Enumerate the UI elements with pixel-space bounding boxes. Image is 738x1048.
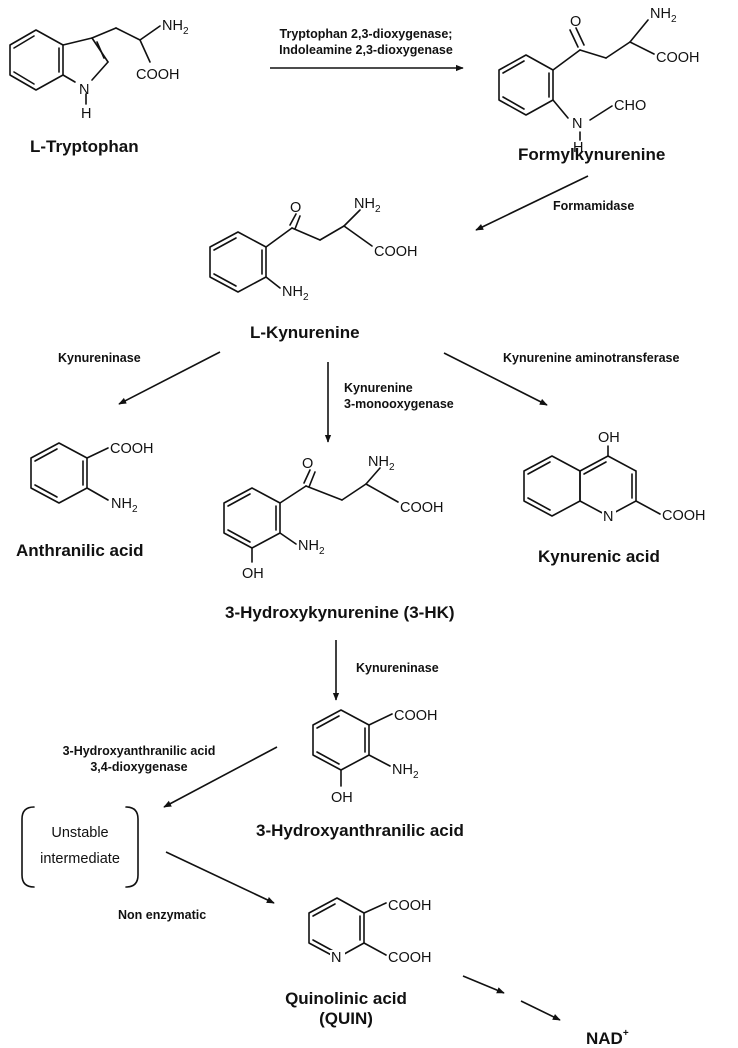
enzyme-haao-line2: 3,4-dioxygenase	[90, 760, 187, 774]
hydroxykynurenine-label: 3-Hydroxykynurenine (3-HK)	[225, 603, 455, 622]
hydroxyl-group: OH	[598, 430, 620, 446]
formylkynurenine-structure: O NH2 COOH N CHO H	[498, 6, 700, 156]
carboxyl-group: COOH	[394, 708, 438, 724]
enzyme-kmo-line2: 3-monooxygenase	[344, 397, 454, 411]
enzyme-haao-line1: 3-Hydroxyanthranilic acid	[63, 744, 216, 758]
amine-group: NH2	[368, 454, 395, 473]
formylkynurenine-label: Formylkynurenine	[518, 145, 665, 164]
atom-n: N	[79, 82, 89, 98]
anthranilic-acid-structure: COOH NH2	[30, 441, 154, 515]
arrow-formamidase	[475, 175, 589, 231]
arrow-haao	[163, 746, 278, 808]
carboxyl-group: COOH	[656, 50, 700, 66]
arrow-to-nad-1	[462, 975, 505, 994]
atom-n: N	[603, 509, 613, 525]
enzyme-kynureninase-2: Kynureninase	[356, 661, 439, 675]
amine-group: NH2	[650, 6, 677, 25]
quinolinic-acid-label-line2: (QUIN)	[319, 1009, 373, 1028]
carboxyl-group: COOH	[400, 500, 444, 516]
atom-n: N	[331, 950, 341, 966]
quinolinic-acid-label-line1: Quinolinic acid	[285, 989, 407, 1008]
hydroxyl-group: OH	[242, 566, 264, 582]
enzyme-tdo-ido-line2: Indoleamine 2,3-dioxygenase	[279, 43, 453, 57]
kynurenic-acid-structure: N OH COOH	[523, 430, 706, 525]
arrow-kat	[443, 352, 548, 406]
atom-o: O	[290, 200, 301, 216]
carboxyl-group: COOH	[662, 508, 706, 524]
quinolinic-acid-structure: N COOH COOH	[308, 897, 432, 966]
nad-label: NAD+	[586, 1028, 629, 1048]
atom-h: H	[573, 140, 583, 156]
enzyme-formamidase: Formamidase	[553, 199, 634, 213]
tryptophan-structure: N H NH2 COOH	[9, 18, 189, 122]
atom-o: O	[570, 14, 581, 30]
arrow-non-enzymatic	[165, 851, 275, 904]
enzyme-non-enzymatic: Non enzymatic	[118, 908, 206, 922]
kynurenine-label: L-Kynurenine	[250, 323, 360, 342]
hydroxyanthranilic-acid-structure: COOH NH2 OH	[312, 708, 438, 806]
atom-o: O	[302, 456, 313, 472]
amine-group: NH2	[111, 496, 138, 515]
arrow-kynureninase-1	[118, 351, 221, 405]
hydroxyl-group: OH	[331, 790, 353, 806]
hydroxykynurenine-structure: O NH2 COOH NH2 OH	[223, 454, 444, 582]
tryptophan-label: L-Tryptophan	[30, 137, 139, 156]
carboxyl-group: COOH	[374, 244, 418, 260]
amine-group: NH2	[354, 196, 381, 215]
carboxyl-group: COOH	[388, 898, 432, 914]
enzyme-kat: Kynurenine aminotransferase	[503, 351, 679, 365]
carboxyl-group: COOH	[136, 67, 180, 83]
amine-group: NH2	[298, 538, 325, 557]
kynurenic-acid-label: Kynurenic acid	[538, 547, 660, 566]
atom-h: H	[81, 106, 91, 122]
intermediate-line2: intermediate	[40, 851, 120, 867]
unstable-intermediate-bracket	[21, 806, 139, 888]
carboxyl-group: COOH	[388, 950, 432, 966]
atom-n: N	[572, 116, 582, 132]
kynurenine-structure: O NH2 COOH NH2	[209, 196, 418, 303]
formyl-group: CHO	[614, 98, 646, 114]
amine-group: NH2	[392, 762, 419, 781]
enzyme-tdo-ido-line1: Tryptophan 2,3-dioxygenase;	[280, 27, 453, 41]
intermediate-line1: Unstable	[51, 825, 108, 841]
enzyme-kynureninase-1: Kynureninase	[58, 351, 141, 365]
anthranilic-acid-label: Anthranilic acid	[16, 541, 144, 560]
enzyme-kmo-line1: Kynurenine	[344, 381, 413, 395]
arrow-to-nad-2	[520, 1000, 561, 1021]
hydroxyanthranilic-acid-label: 3-Hydroxyanthranilic acid	[256, 821, 464, 840]
amine-group: NH2	[162, 18, 189, 37]
carboxyl-group: COOH	[110, 441, 154, 457]
amine-group: NH2	[282, 284, 309, 303]
